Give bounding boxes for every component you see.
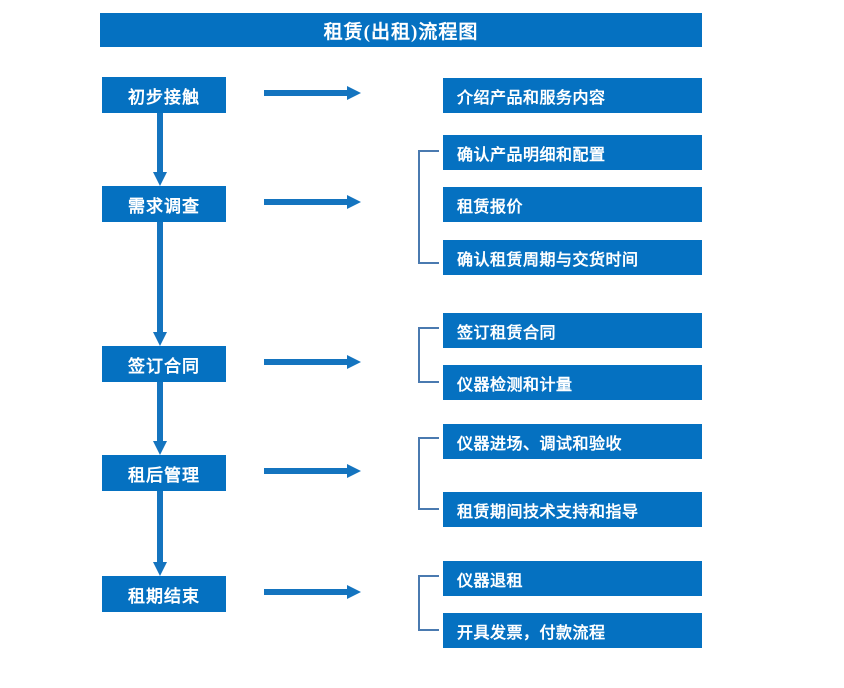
stage-label: 初步接触 [128, 87, 200, 107]
stage-box-5[interactable]: 租期结束 [102, 576, 226, 612]
stage-box-2[interactable]: 需求调查 [102, 186, 226, 222]
bracket-end-group-icon [417, 575, 439, 631]
detail-label: 开具发票，付款流程 [457, 624, 606, 642]
arrow-survey-to-contract-icon [153, 222, 167, 346]
stage-box-1[interactable]: 初步接触 [102, 77, 226, 113]
arrow-management-to-end-icon [153, 491, 167, 576]
stage-label: 租期结束 [128, 586, 200, 606]
detail-box-8[interactable]: 租赁期间技术支持和指导 [443, 492, 702, 527]
detail-label: 介绍产品和服务内容 [457, 89, 606, 107]
detail-box-4[interactable]: 确认租赁周期与交货时间 [443, 240, 702, 275]
arrow-survey-to-details-icon [264, 195, 361, 209]
bracket-survey-group-icon [417, 150, 439, 264]
arrow-end-to-return-icon [264, 585, 361, 599]
page-title: 租赁(出租)流程图 [100, 13, 702, 47]
detail-label: 确认产品明细和配置 [457, 146, 606, 164]
bracket-contract-group-icon [417, 327, 439, 383]
detail-label: 仪器检测和计量 [457, 376, 573, 394]
detail-box-1[interactable]: 介绍产品和服务内容 [443, 78, 702, 113]
detail-box-5[interactable]: 签订租赁合同 [443, 313, 702, 348]
detail-label: 仪器进场、调试和验收 [457, 435, 623, 453]
arrow-contract-to-signing-icon [264, 355, 361, 369]
detail-box-9[interactable]: 仪器退租 [443, 561, 702, 596]
detail-label: 租赁期间技术支持和指导 [457, 503, 639, 521]
detail-box-10[interactable]: 开具发票，付款流程 [443, 613, 702, 648]
bracket-management-group-icon [417, 437, 439, 510]
detail-box-7[interactable]: 仪器进场、调试和验收 [443, 424, 702, 459]
arrow-contact-to-survey-icon [153, 113, 167, 186]
stage-box-3[interactable]: 签订合同 [102, 346, 226, 382]
detail-box-3[interactable]: 租赁报价 [443, 187, 702, 222]
stage-label: 签订合同 [128, 356, 200, 376]
arrow-management-to-onsite-icon [264, 464, 361, 478]
arrow-contract-to-management-icon [153, 382, 167, 455]
detail-box-2[interactable]: 确认产品明细和配置 [443, 135, 702, 170]
stage-label: 租后管理 [128, 465, 200, 485]
detail-box-6[interactable]: 仪器检测和计量 [443, 365, 702, 400]
stage-box-4[interactable]: 租后管理 [102, 455, 226, 491]
stage-label: 需求调查 [128, 196, 200, 216]
arrow-contact-to-intro-icon [264, 86, 361, 100]
detail-label: 仪器退租 [457, 572, 524, 590]
detail-label: 确认租赁周期与交货时间 [457, 251, 639, 269]
detail-label: 签订租赁合同 [457, 324, 557, 342]
detail-label: 租赁报价 [457, 198, 524, 216]
